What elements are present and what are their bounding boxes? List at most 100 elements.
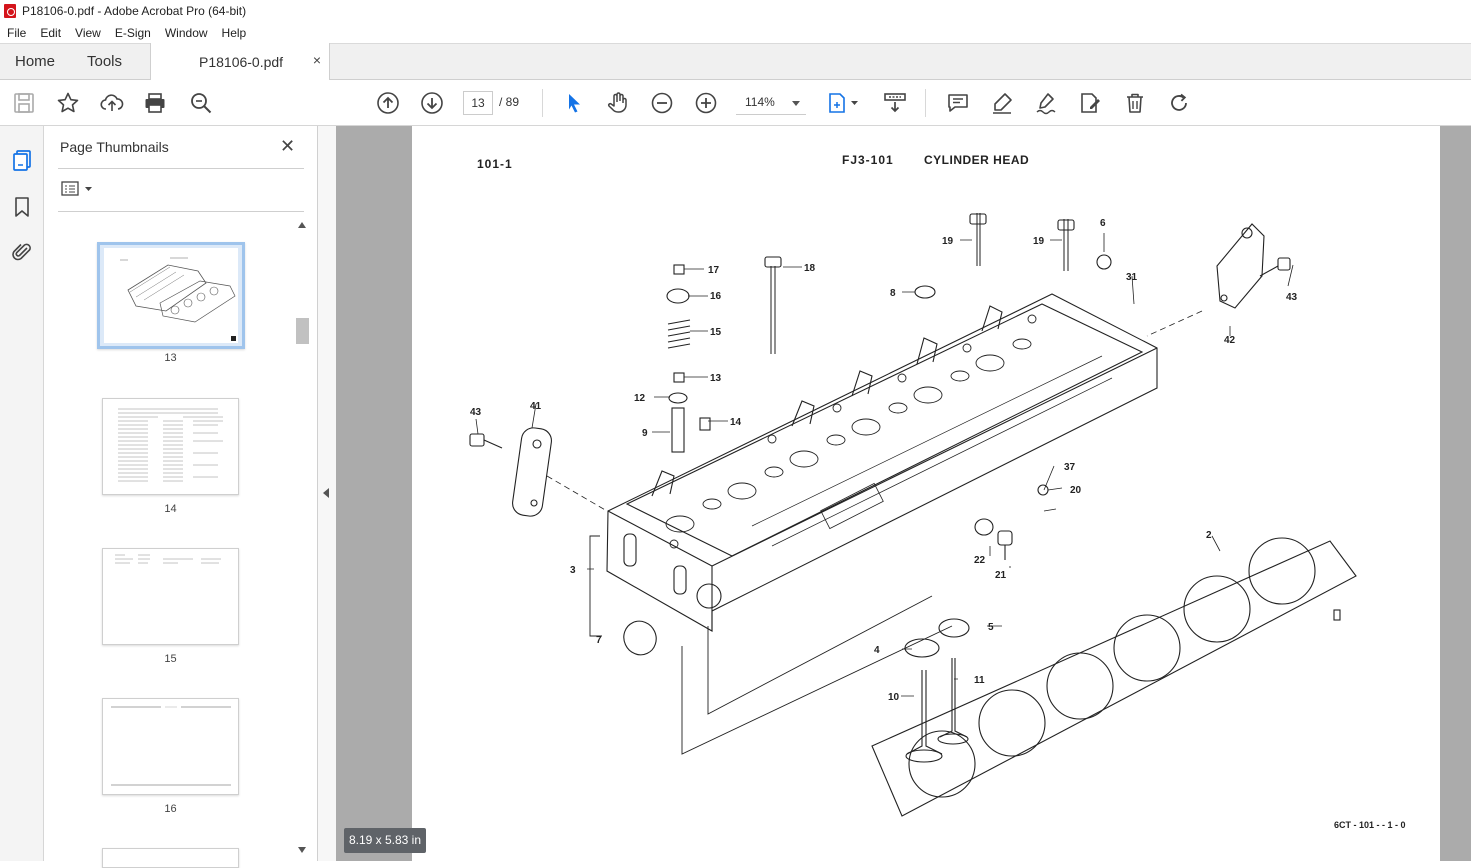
- callout-19a: 19: [942, 236, 954, 247]
- tab-strip: Home Tools P18106-0.pdf ×: [0, 43, 1471, 81]
- print-icon[interactable]: [143, 91, 167, 115]
- tab-home[interactable]: Home: [15, 53, 56, 70]
- callout-19b: 19: [1033, 236, 1045, 247]
- callout-20: 20: [1070, 485, 1082, 496]
- callout-3: 3: [570, 565, 576, 576]
- tab-document[interactable]: P18106-0.pdf ×: [150, 43, 330, 81]
- page-footer-code: 6CT - 101 - - 1 - 0: [1334, 820, 1406, 830]
- window-title: P18106-0.pdf - Adobe Acrobat Pro (64-bit…: [22, 4, 247, 18]
- callout-9: 9: [642, 428, 648, 439]
- thumbnail-label-16: 16: [164, 803, 177, 815]
- select-cursor-icon[interactable]: [562, 91, 586, 115]
- pdf-page: 101-1 FJ3-101 CYLINDER HEAD: [412, 126, 1440, 861]
- thumbnail-13-preview: [104, 248, 238, 343]
- comment-icon[interactable]: [946, 91, 970, 115]
- zoom-search-icon[interactable]: [189, 91, 213, 115]
- callout-15: 15: [710, 327, 722, 338]
- zoom-in-icon[interactable]: [694, 91, 718, 115]
- tab-tools[interactable]: Tools: [87, 53, 123, 70]
- thumbnail-page-14[interactable]: [102, 398, 239, 495]
- chevron-down-icon: [792, 101, 800, 106]
- page-number-input[interactable]: 13: [463, 91, 493, 115]
- thumbnail-14-preview: [118, 408, 223, 482]
- callout-2: 2: [1206, 530, 1212, 541]
- panel-divider: [58, 211, 304, 212]
- menu-edit[interactable]: Edit: [40, 25, 62, 40]
- main-toolbar: 13 / 89 114%: [0, 80, 1471, 126]
- menu-esign[interactable]: E-Sign: [114, 25, 151, 40]
- chevron-left-icon: [323, 488, 329, 498]
- thumbnail-16-preview: [111, 706, 231, 786]
- callout-10: 10: [888, 692, 900, 703]
- panel-collapse-handle[interactable]: [318, 126, 336, 861]
- panel-divider: [58, 168, 304, 169]
- figure-title: CYLINDER HEAD: [924, 153, 1030, 167]
- toolbar-divider: [925, 89, 926, 117]
- upload-cloud-icon[interactable]: [100, 91, 124, 115]
- callout-31: 31: [1126, 272, 1138, 283]
- hand-tool-icon[interactable]: [606, 91, 630, 115]
- edit-pdf-icon[interactable]: [1078, 91, 1102, 115]
- scroll-up-icon[interactable]: [298, 222, 306, 228]
- callout-43-left: 43: [470, 407, 482, 418]
- save-icon[interactable]: [12, 91, 36, 115]
- star-bookmark-icon[interactable]: [56, 91, 80, 115]
- page-thumbnails-panel: Page Thumbnails ✕ 13 14: [44, 126, 318, 868]
- bookmarks-icon[interactable]: [10, 195, 34, 219]
- panel-title: Page Thumbnails: [60, 139, 169, 155]
- callout-22: 22: [974, 555, 986, 566]
- highlight-pen-icon[interactable]: [990, 91, 1014, 115]
- next-page-icon[interactable]: [420, 91, 444, 115]
- callout-17: 17: [708, 265, 720, 276]
- previous-page-icon[interactable]: [376, 91, 400, 115]
- thumbnail-15-preview: [115, 554, 221, 564]
- thumbnail-page-15[interactable]: [102, 548, 239, 645]
- callout-6: 6: [1100, 218, 1106, 229]
- close-icon[interactable]: ✕: [280, 136, 296, 156]
- tab-close-icon[interactable]: ×: [312, 52, 321, 68]
- scroll-down-icon[interactable]: [298, 847, 306, 853]
- thumbnail-page-13[interactable]: [97, 242, 245, 349]
- thumbnail-label-15: 15: [164, 653, 177, 665]
- callout-11: 11: [974, 675, 985, 686]
- document-viewport[interactable]: 101-1 FJ3-101 CYLINDER HEAD: [336, 126, 1471, 861]
- page-thumbnails-icon[interactable]: [10, 148, 34, 172]
- callout-14: 14: [730, 417, 742, 428]
- page-size-badge: 8.19 x 5.83 in: [344, 828, 426, 853]
- fill-sign-icon[interactable]: [1034, 91, 1058, 115]
- thumbnail-page-next[interactable]: [102, 848, 239, 868]
- callout-21: 21: [995, 570, 1007, 581]
- callout-13: 13: [710, 373, 722, 384]
- callout-16: 16: [710, 291, 722, 302]
- callout-12: 12: [634, 393, 646, 404]
- callout-42: 42: [1224, 335, 1236, 346]
- menu-help[interactable]: Help: [221, 25, 247, 40]
- tab-document-label: P18106-0.pdf: [199, 54, 284, 70]
- callout-18: 18: [804, 263, 816, 274]
- zoom-level-select[interactable]: 114%: [736, 91, 806, 115]
- attachments-paperclip-icon[interactable]: [10, 240, 34, 264]
- zoom-out-icon[interactable]: [650, 91, 674, 115]
- callout-5: 5: [988, 622, 994, 633]
- title-bar: P18106-0.pdf - Adobe Acrobat Pro (64-bit…: [0, 0, 1471, 22]
- menu-window[interactable]: Window: [164, 25, 208, 40]
- thumbnail-options-button[interactable]: [61, 181, 93, 197]
- thumbnail-label-14: 14: [164, 503, 177, 515]
- scrollbar-thumb[interactable]: [296, 318, 309, 344]
- thumbnails-scrollbar[interactable]: [294, 220, 310, 857]
- figure-code: FJ3-101: [842, 153, 894, 167]
- menu-file[interactable]: File: [7, 25, 27, 40]
- callout-41: 41: [530, 401, 542, 412]
- callout-4: 4: [874, 645, 880, 656]
- rotate-icon[interactable]: [1167, 91, 1191, 115]
- page-section-number: 101-1: [477, 157, 513, 171]
- delete-trash-icon[interactable]: [1123, 91, 1147, 115]
- menu-view[interactable]: View: [75, 25, 101, 40]
- thumbnail-page-16[interactable]: [102, 698, 239, 795]
- scroll-mode-icon[interactable]: [883, 91, 907, 115]
- page-fit-icon[interactable]: [826, 91, 862, 115]
- toolbar-divider: [542, 89, 543, 117]
- cylinder-head-exploded-diagram: 17 16 15 13 12 9 14 18 19 19 6 8 31 43 4…: [469, 213, 1357, 817]
- thumbnail-label-13: 13: [164, 352, 177, 364]
- acrobat-pdf-icon: [4, 4, 16, 18]
